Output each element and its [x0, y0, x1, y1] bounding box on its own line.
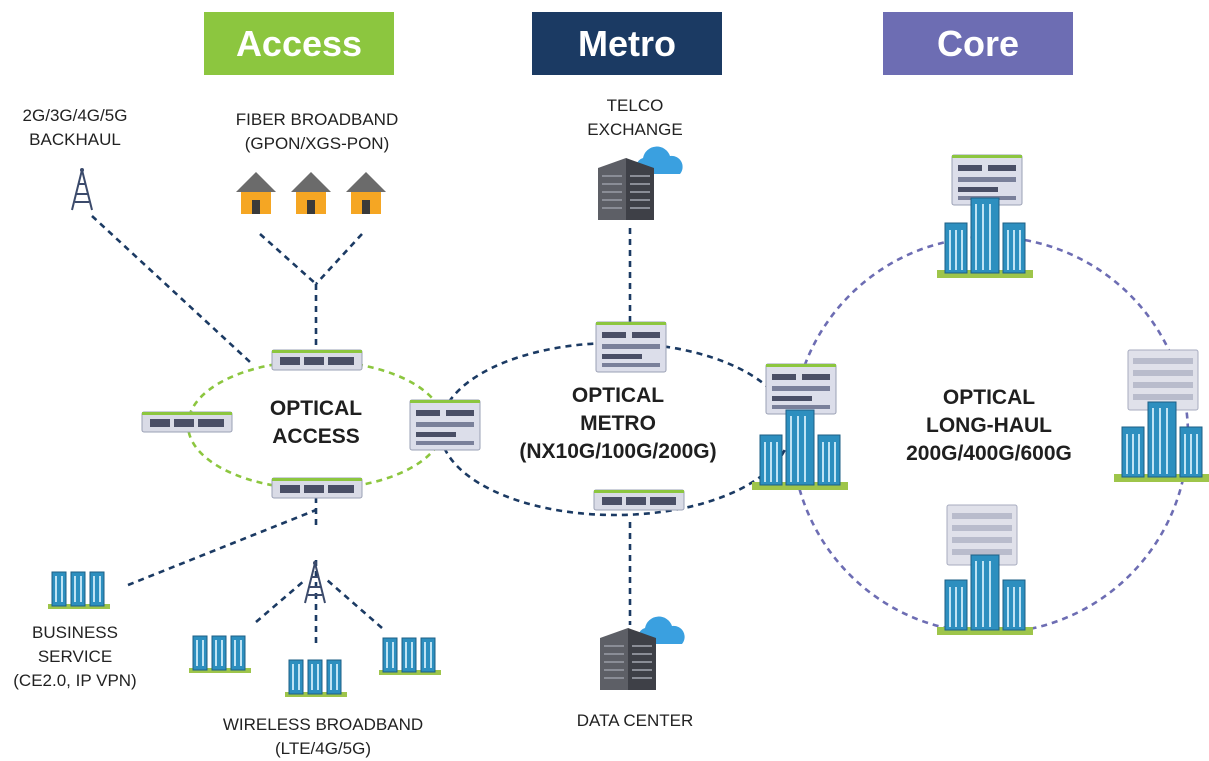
- label-wireless: WIRELESS BROADBAND (LTE/4G/5G): [208, 713, 438, 761]
- label-datacenter-line1: DATA CENTER: [576, 711, 694, 730]
- label-business: BUSINESS SERVICE (CE2.0, IP VPN): [8, 621, 142, 693]
- header-core-label: Core: [936, 22, 1020, 64]
- optical-switch-icon: [593, 489, 685, 511]
- ring-core-line1: OPTICAL: [942, 386, 1036, 409]
- ring-label-access: OPTICAL ACCESS: [236, 395, 396, 451]
- house-icon: [291, 172, 331, 214]
- ring-core-line3: 200G/400G/600G: [906, 442, 1072, 465]
- optical-chassis-icon: [409, 399, 481, 451]
- label-backhaul-line2: BACKHAUL: [29, 130, 121, 149]
- office-building-icon: [751, 409, 849, 491]
- office-building-icon: [936, 197, 1034, 279]
- ring-core-line2: LONG-HAUL: [926, 414, 1052, 437]
- house-icon: [346, 172, 386, 214]
- label-business-line3: (CE2.0, IP VPN): [13, 671, 137, 690]
- ring-access-line1: OPTICAL: [269, 397, 363, 420]
- office-building-icon: [936, 554, 1034, 636]
- link-backhaul: [91, 215, 251, 363]
- optical-switch-icon: [141, 411, 233, 433]
- optical-chassis-icon: [595, 321, 667, 373]
- office-building-icon: [47, 571, 111, 610]
- label-telco-line2: EXCHANGE: [587, 120, 683, 139]
- ring-metro-line3: (NX10G/100G/200G): [519, 440, 717, 463]
- label-fiber-line1: FIBER BROADBAND: [235, 110, 399, 129]
- cell-tower-icon: [71, 167, 93, 211]
- ring-metro-line1: OPTICAL: [571, 384, 665, 407]
- optical-switch-icon: [271, 349, 363, 371]
- optical-chassis-icon: [1127, 349, 1199, 411]
- label-wireless-line2: (LTE/4G/5G): [274, 739, 372, 758]
- label-wireless-line1: WIRELESS BROADBAND: [222, 715, 424, 734]
- label-backhaul: 2G/3G/4G/5G BACKHAUL: [10, 104, 140, 152]
- office-building-icon: [1113, 401, 1209, 483]
- house-icon: [236, 172, 276, 214]
- ring-access-line2: ACCESS: [272, 425, 360, 448]
- optical-switch-icon: [271, 477, 363, 499]
- ring-metro-line2: METRO: [580, 412, 656, 435]
- header-access: Access: [204, 12, 394, 75]
- server-rack-icon: [597, 145, 684, 221]
- ring-label-core: OPTICAL LONG-HAUL 200G/400G/600G: [880, 384, 1098, 468]
- office-building-icon: [188, 635, 252, 674]
- label-telco-line1: TELCO: [606, 96, 664, 115]
- label-backhaul-line1: 2G/3G/4G/5G: [22, 106, 128, 125]
- optical-chassis-icon: [765, 363, 837, 415]
- header-metro-label: Metro: [578, 22, 676, 64]
- label-business-line1: BUSINESS: [32, 623, 118, 642]
- ring-label-metro: OPTICAL METRO (NX10G/100G/200G): [500, 382, 736, 466]
- label-fiber: FIBER BROADBAND (GPON/XGS-PON): [222, 108, 412, 156]
- header-access-label: Access: [235, 22, 363, 64]
- label-datacenter: DATA CENTER: [560, 709, 710, 733]
- header-core: Core: [883, 12, 1073, 75]
- office-building-icon: [378, 637, 442, 676]
- server-rack-icon: [599, 615, 686, 691]
- label-fiber-line2: (GPON/XGS-PON): [244, 134, 390, 153]
- label-telco: TELCO EXCHANGE: [560, 94, 710, 142]
- office-building-icon: [284, 659, 348, 698]
- label-business-line2: SERVICE: [37, 647, 113, 666]
- header-metro: Metro: [532, 12, 722, 75]
